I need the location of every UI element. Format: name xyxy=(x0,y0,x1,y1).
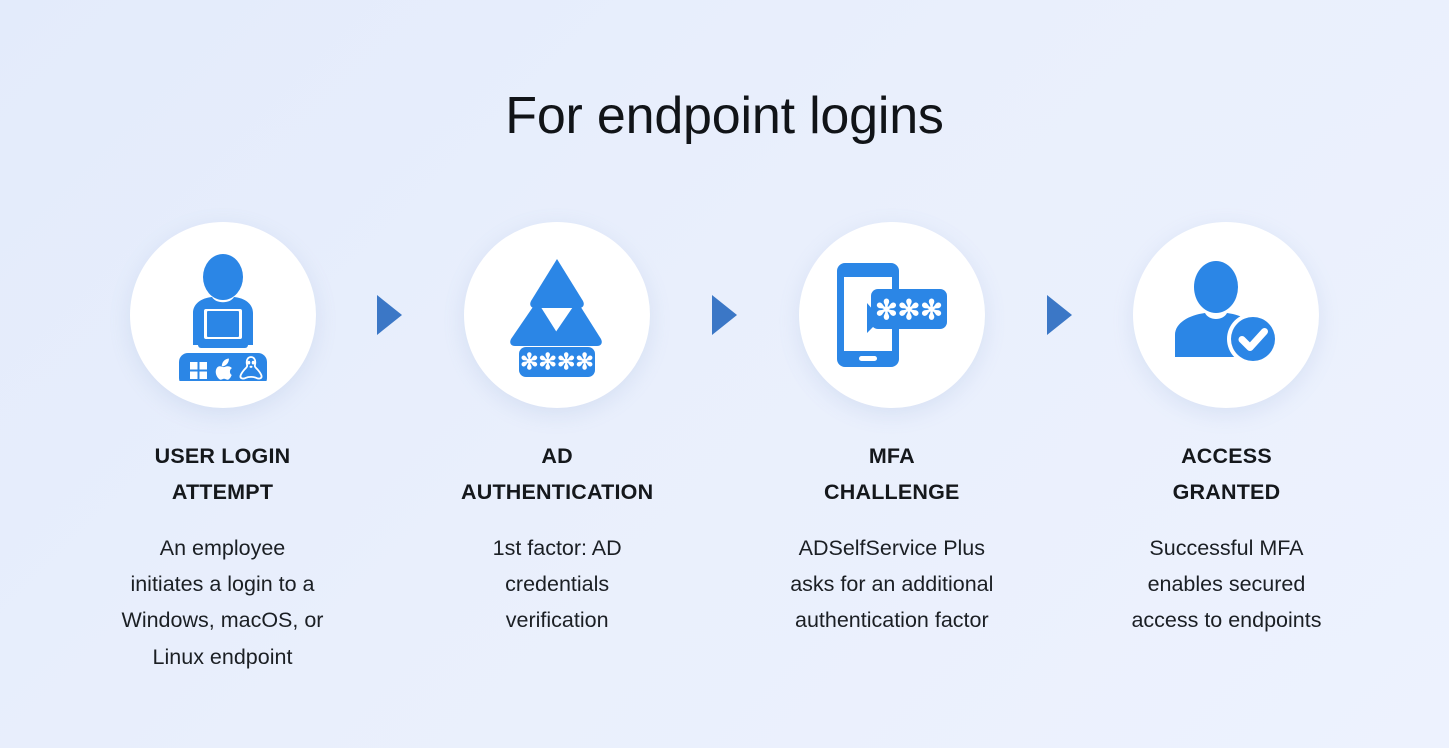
flow-step-mfa-challenge: ✻✻✻ MFA CHALLENGE ADSelfService Plus ask… xyxy=(765,222,1018,639)
page-title: For endpoint logins xyxy=(505,87,944,145)
user-at-laptop-with-os-logos-icon xyxy=(157,249,289,381)
password-mask-text: ✻✻✻ xyxy=(875,295,943,325)
step-title: ACCESS GRANTED xyxy=(1172,444,1281,505)
flow-step-user-login-attempt: USER LOGIN ATTEMPT An employee initiates… xyxy=(96,222,349,675)
arrow-right-triangle-icon xyxy=(377,295,403,335)
process-flow: USER LOGIN ATTEMPT An employee initiates… xyxy=(96,222,1353,675)
arrow-right-triangle-icon xyxy=(1046,295,1072,335)
step-icon-circle xyxy=(129,222,316,408)
flow-step-ad-authentication: ✻✻✻✻ AD AUTHENTICATION 1st factor: AD cr… xyxy=(431,222,684,639)
step-description: An employee initiates a login to a Windo… xyxy=(121,536,324,669)
step-title: USER LOGIN ATTEMPT xyxy=(154,444,291,505)
active-directory-pyramid-with-password-icon: ✻✻✻✻ xyxy=(499,253,615,377)
step-title: MFA CHALLENGE xyxy=(824,444,960,505)
step-icon-circle: ✻✻✻ xyxy=(798,222,985,408)
step-icon-circle xyxy=(1133,222,1320,408)
step-description: 1st factor: AD credentials verification xyxy=(492,536,622,633)
step-title: AD AUTHENTICATION xyxy=(461,444,654,505)
step-icon-circle: ✻✻✻✻ xyxy=(464,222,651,408)
step-description: ADSelfService Plus asks for an additiona… xyxy=(790,536,994,633)
flow-connector-3 xyxy=(1031,222,1087,408)
flow-connector-1 xyxy=(362,222,418,408)
flow-step-access-granted: ACCESS GRANTED Successful MFA enables se… xyxy=(1100,222,1353,639)
password-mask-text: ✻✻✻✻ xyxy=(520,349,594,374)
step-description: Successful MFA enables secured access to… xyxy=(1131,536,1322,633)
flow-connector-2 xyxy=(696,222,752,408)
arrow-right-triangle-icon xyxy=(711,295,737,335)
smartphone-otp-message-icon: ✻✻✻ xyxy=(831,257,953,373)
user-verified-check-badge-icon xyxy=(1167,259,1285,371)
